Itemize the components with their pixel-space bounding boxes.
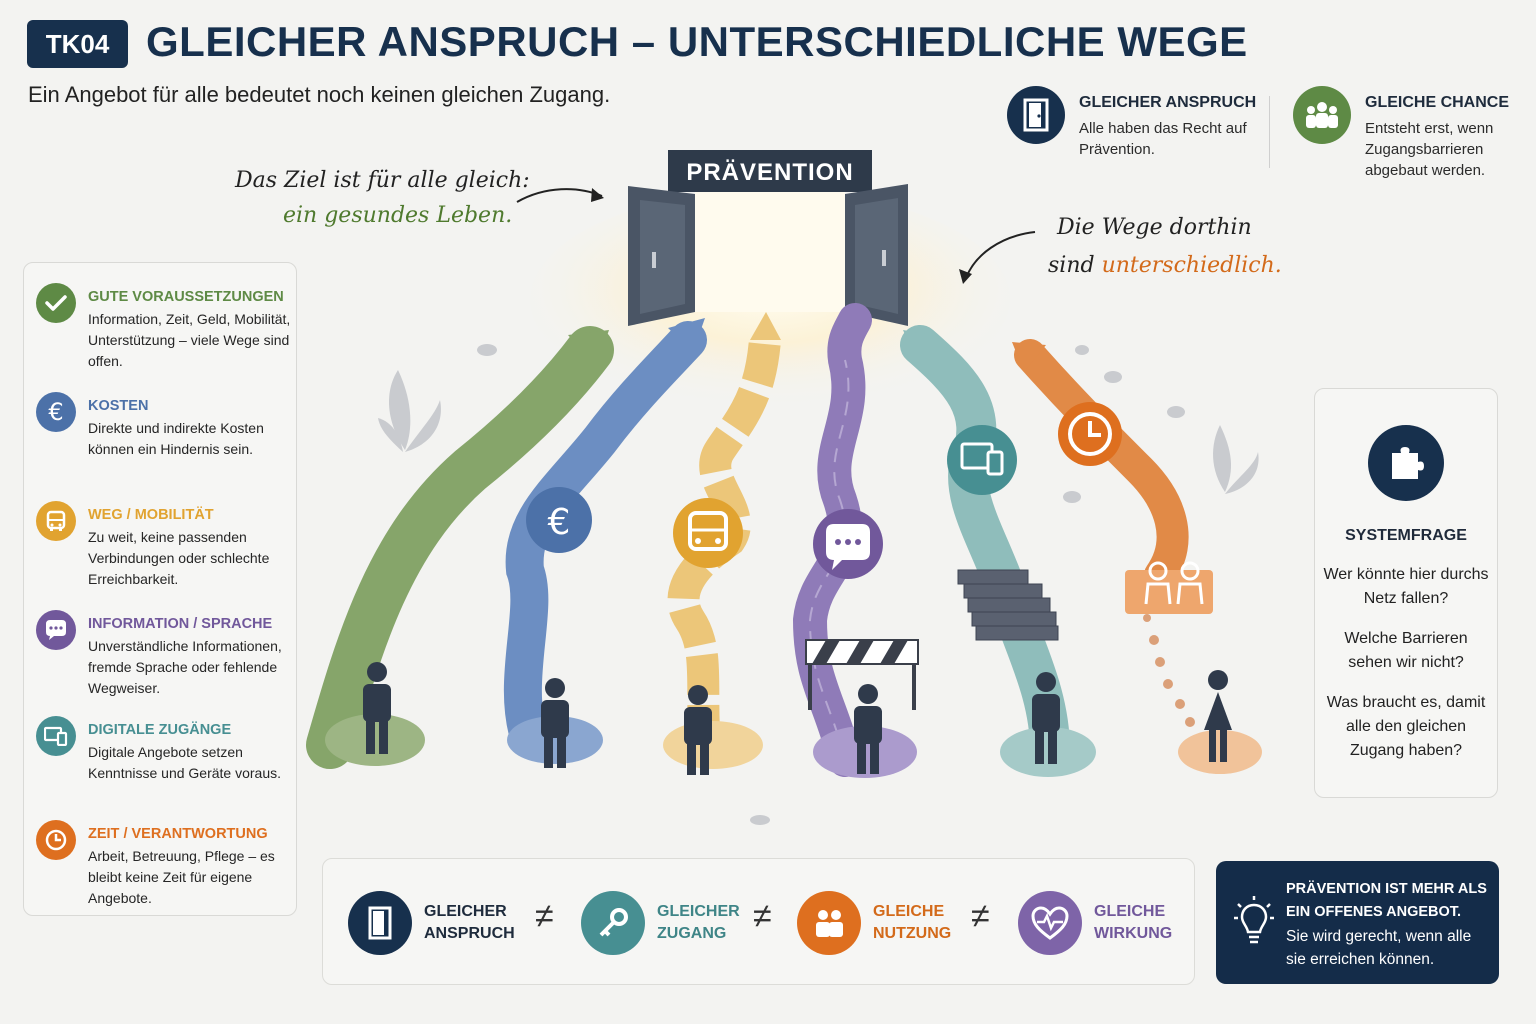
gate-label: PRÄVENTION: [686, 159, 853, 186]
topic-badge: TK04: [27, 20, 128, 68]
item-text: Information, Zeit, Geld, Mobilität, Unte…: [88, 311, 291, 369]
speech-icon: [36, 610, 76, 650]
barrier-time: ZEIT / VERANTWORTUNG Arbeit, Betreuung, P…: [36, 818, 293, 909]
barrier-digital: DIGITALE ZUGÄNGE Digitale Angebote setzen…: [36, 714, 293, 784]
page-subtitle: Ein Angebot für alle bedeutet noch keine…: [28, 82, 611, 107]
equation-claim: GLEICHER ANSPRUCH: [348, 859, 515, 986]
clock-badge: [1058, 402, 1122, 466]
person-figures: [363, 662, 1232, 775]
door-icon: [348, 890, 412, 955]
info-title: GLEICHER ANSPRUCH: [1079, 94, 1257, 111]
speech-badge: [813, 509, 883, 579]
equation-label: GLEICHER ANSPRUCH: [424, 902, 515, 942]
note-paths-highlight: unterschiedlich.: [1101, 253, 1282, 278]
callout-text: Sie wird gerecht, wenn alle sie erreiche…: [1286, 928, 1472, 968]
item-title: WEG / MOBILITÄT: [88, 507, 214, 523]
clock-icon: [36, 820, 76, 860]
not-equal-sign: ≠: [753, 897, 772, 935]
family-figures: [1144, 561, 1204, 605]
people-icon: [797, 890, 861, 955]
barriers-panel: GUTE VORAUSSETZUNGEN Information, Zeit, G…: [23, 262, 297, 916]
equation-label: GLEICHE WIRKUNG: [1094, 902, 1173, 942]
heart-pulse-icon: [1018, 890, 1082, 955]
note-paths-line1: Die Wege dorthin: [1057, 215, 1252, 240]
info-title: GLEICHE CHANCE: [1365, 94, 1510, 111]
item-title: GUTE VORAUSSETZUNGEN: [88, 289, 284, 305]
puzzle-icon: [1368, 425, 1444, 501]
info-equal-claim: GLEICHER ANSPRUCH Alle haben das Recht a…: [1007, 86, 1262, 160]
item-text: Unverständliche Informationen, fremde Sp…: [88, 638, 282, 696]
note-goal-line2: ein gesundes Leben.: [283, 203, 513, 228]
barrier-mobility: WEG / MOBILITÄT Zu weit, keine passenden …: [36, 499, 293, 590]
equation-effect: GLEICHE WIRKUNG: [1018, 859, 1172, 986]
note-goal-line1: Das Ziel ist für alle gleich:: [235, 168, 530, 193]
right-door: [845, 184, 908, 326]
bus-badge: [673, 498, 743, 568]
callout-box: PRÄVENTION IST MEHR ALS EIN OFFENES ANGE…: [1216, 861, 1499, 984]
equation-label: GLEICHE NUTZUNG: [873, 902, 952, 942]
item-title: DIGITALE ZUGÄNGE: [88, 722, 232, 738]
item-text: Direkte und indirekte Kosten können ein …: [88, 420, 264, 457]
system-question-panel: SYSTEMFRAGE Wer könnte hier durchs Netz …: [1314, 388, 1498, 798]
euro-badge: €: [526, 487, 592, 553]
plant-decor: [378, 344, 1259, 825]
system-question: Was braucht es, damit alle den gleichen …: [1326, 694, 1486, 759]
door-light: [695, 190, 845, 312]
equation-bar: GLEICHER ANSPRUCH ≠ GLEICHER ZUGANG ≠ GL…: [322, 858, 1195, 985]
page-title: GLEICHER ANSPRUCH – UNTERSCHIEDLICHE WEG…: [146, 18, 1248, 65]
devices-badge: [947, 425, 1017, 495]
lightbulb-icon: [1234, 895, 1274, 952]
item-title: INFORMATION / SPRACHE: [88, 616, 273, 632]
not-equal-sign: ≠: [535, 897, 554, 935]
euro-icon: €: [36, 392, 76, 432]
item-title: KOSTEN: [88, 398, 149, 414]
equation-usage: GLEICHE NUTZUNG: [797, 859, 951, 986]
note-arrow-right: [965, 231, 1036, 279]
note-paths-line2: sind unterschiedlich.: [1048, 253, 1282, 278]
system-question: Wer könnte hier durchs Netz fallen?: [1323, 566, 1489, 607]
key-icon: [581, 890, 645, 955]
item-title: ZEIT / VERANTWORTUNG: [88, 826, 268, 842]
barrier-costs: € KOSTEN Direkte und indirekte Kosten kön…: [36, 390, 293, 460]
item-text: Zu weit, keine passenden Verbindungen od…: [88, 529, 270, 587]
system-question: Welche Barrieren sehen wir nicht?: [1344, 630, 1468, 671]
info-divider: [1269, 96, 1270, 168]
equation-label: GLEICHER ZUGANG: [657, 902, 740, 942]
system-title: SYSTEMFRAGE: [1345, 527, 1467, 544]
barrier-good-conditions: GUTE VORAUSSETZUNGEN Information, Zeit, G…: [36, 281, 293, 372]
path-teal: [900, 325, 1096, 777]
info-equal-chance: GLEICHE CHANCE Entsteht erst, wenn Zugan…: [1293, 86, 1513, 181]
item-text: Digitale Angebote setzen Kenntnisse und …: [88, 744, 282, 781]
note-paths-text: sind: [1048, 253, 1102, 278]
item-text: Arbeit, Betreuung, Pflege – es bleibt ke…: [88, 848, 275, 906]
door-icon: [1007, 86, 1065, 144]
devices-icon: [36, 716, 76, 756]
callout-heading: PRÄVENTION IST MEHR ALS EIN OFFENES ANGE…: [1286, 881, 1487, 920]
gate-sign: [668, 150, 872, 192]
left-door: [628, 186, 695, 326]
info-text: Alle haben das Recht auf Prävention.: [1079, 120, 1247, 158]
check-icon: [36, 283, 76, 323]
group-icon: [1293, 86, 1351, 144]
not-equal-sign: ≠: [971, 897, 990, 935]
info-text: Entsteht erst, wenn Zugangsbarrieren abg…: [1365, 120, 1494, 179]
bus-icon: [36, 501, 76, 541]
svg-text:€: €: [548, 502, 571, 543]
barrier-information: INFORMATION / SPRACHE Unverständliche Inf…: [36, 608, 293, 699]
equation-access: GLEICHER ZUGANG: [581, 859, 740, 986]
